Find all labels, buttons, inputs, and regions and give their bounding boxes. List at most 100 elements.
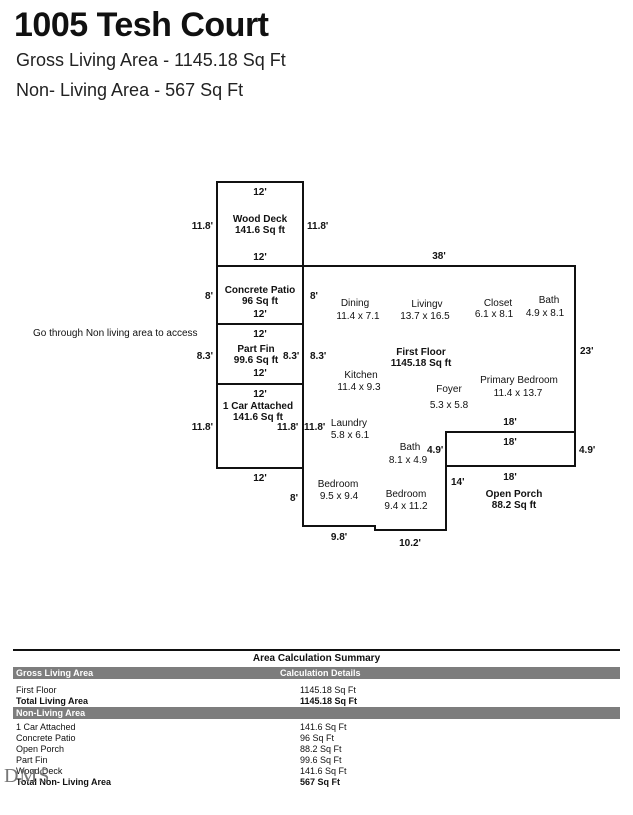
first-floor-outline xyxy=(302,265,576,531)
dms-logo: DMS xyxy=(4,765,51,787)
first-floor-step-top-dim: 18' xyxy=(503,417,517,428)
nonliving-row-label: Open Porch xyxy=(16,744,65,754)
nonliving-row-value: 88.2 Sq Ft xyxy=(300,744,342,754)
floor-plan: 12' Wood Deck 141.6 Sq ft 11.8' 11.8' 12… xyxy=(33,181,595,549)
open-porch-outline xyxy=(445,431,576,467)
first-floor-bottom-left-dim: 9.8' xyxy=(331,532,347,543)
nonliving-row-value: 99.6 Sq Ft xyxy=(300,755,342,765)
room-bath2-size: 8.1 x 4.9 xyxy=(389,455,428,466)
nonliving-total-label: Total Non- Living Area xyxy=(16,777,112,787)
nonliving-row-value: 141.6 Sq Ft xyxy=(300,766,347,776)
gross-total-label: Total Living Area xyxy=(16,696,89,706)
wood-deck-bottom-dim: 12' xyxy=(253,252,267,263)
garage-top-dim: 12' xyxy=(253,389,267,400)
first-floor-top-dim: 38' xyxy=(432,251,446,262)
nonliving-row-label: Wood Deck xyxy=(16,766,63,776)
first-floor-bottom-right-dim: 10.2' xyxy=(399,538,421,549)
room-laundry-size: 5.8 x 6.1 xyxy=(331,430,370,441)
non-living-header-bar: Non-Living Area xyxy=(13,707,620,719)
part-fin-bottom-dim: 12' xyxy=(253,368,267,379)
garage-bottom-dim: 12' xyxy=(253,473,267,484)
gross-row-label: First Floor xyxy=(16,685,57,695)
page-title: 1005 Tesh Court xyxy=(14,6,269,44)
summary-top-rule xyxy=(13,649,620,651)
nonliving-row: 1 Car Attached 141.6 Sq Ft xyxy=(13,722,620,733)
first-floor-name: First Floor xyxy=(396,347,446,358)
nonliving-row: Wood Deck 141.6 Sq Ft xyxy=(13,766,620,777)
room-dining-size: 11.4 x 7.1 xyxy=(336,311,380,322)
room-bedroom2-size: 9.4 x 11.2 xyxy=(384,501,428,512)
room-laundry-name: Laundry xyxy=(331,418,367,429)
room-bath2-name: Bath xyxy=(400,442,421,453)
nonliving-total-row: Total Non- Living Area 567 Sq Ft xyxy=(13,777,620,788)
room-living-size: 13.7 x 16.5 xyxy=(400,311,450,322)
nonliving-row-label: Concrete Patio xyxy=(16,733,76,743)
part-fin-area: 99.6 Sq ft xyxy=(234,355,279,366)
nonliving-row: Part Fin 99.6 Sq Ft xyxy=(13,755,620,766)
first-floor-left-lower-dim: 11.8' xyxy=(304,422,325,433)
plan-walls xyxy=(216,181,576,531)
garage-area: 141.6 Sq ft xyxy=(233,412,284,423)
porch-area: 88.2 Sq ft xyxy=(492,500,537,511)
patio-right-dim: 8' xyxy=(310,291,318,302)
garage-name: 1 Car Attached xyxy=(223,401,293,412)
wood-deck-name: Wood Deck xyxy=(233,214,288,225)
room-primary-name: Primary Bedroom xyxy=(480,375,558,386)
nonliving-total-value: 567 Sq Ft xyxy=(300,777,341,787)
patio-area: 96 Sq ft xyxy=(242,296,279,307)
room-primary-size: 11.4 x 13.7 xyxy=(494,388,543,399)
room-closet-name: Closet xyxy=(484,298,513,309)
nonliving-row-value: 96 Sq Ft xyxy=(300,733,335,743)
non-living-area-line: Non- Living Area - 567 Sq Ft xyxy=(16,80,244,100)
gross-row-value: 1145.18 Sq Ft xyxy=(300,685,356,695)
room-kitchen-size: 11.4 x 9.3 xyxy=(337,382,381,393)
patio-bottom-dim: 12' xyxy=(253,309,267,320)
porch-right-dim: 4.9' xyxy=(579,445,595,456)
access-note: Go through Non living area to access xyxy=(33,328,198,339)
room-bedroom2-name: Bedroom xyxy=(386,489,427,500)
first-floor-left-mid-dim: 8.3' xyxy=(310,351,326,362)
gross-total-value: 1145.18 Sq Ft xyxy=(300,696,358,706)
nonliving-row-label: 1 Car Attached xyxy=(16,722,76,732)
gross-living-area-line: Gross Living Area - 1145.18 Sq Ft xyxy=(16,50,286,70)
wood-deck-right-dim: 11.8' xyxy=(307,221,328,232)
wood-deck-left-dim: 11.8' xyxy=(192,221,213,232)
gross-living-header: Gross Living Area xyxy=(16,668,94,678)
room-bath1-name: Bath xyxy=(539,295,560,306)
wood-deck-area: 141.6 Sq ft xyxy=(235,225,286,236)
nonliving-row: Open Porch 88.2 Sq Ft xyxy=(13,744,620,755)
room-dining-name: Dining xyxy=(341,298,369,309)
nonliving-row-value: 141.6 Sq Ft xyxy=(300,722,347,732)
first-floor-left-bottom-dim: 8' xyxy=(290,493,298,504)
porch-name: Open Porch xyxy=(486,489,543,500)
room-kitchen-name: Kitchen xyxy=(344,370,377,381)
gross-total-row: Total Living Area 1145.18 Sq Ft xyxy=(13,696,620,707)
first-floor-step-dim: 4.9' xyxy=(427,445,443,456)
patio-name: Concrete Patio xyxy=(225,285,296,296)
non-living-header: Non-Living Area xyxy=(16,708,86,718)
garage-left-dim: 11.8' xyxy=(192,422,213,433)
room-bedroom1-size: 9.5 x 9.4 xyxy=(320,491,359,502)
nonliving-row-label: Part Fin xyxy=(16,755,48,765)
porch-bottom-dim: 18' xyxy=(503,472,517,483)
nonliving-row: Concrete Patio 96 Sq Ft xyxy=(13,733,620,744)
part-fin-right-dim: 8.3' xyxy=(283,351,299,362)
part-fin-top-dim: 12' xyxy=(253,329,267,340)
room-foyer-size: 5.3 x 5.8 xyxy=(430,400,469,411)
first-floor-right-dim: 23' xyxy=(580,346,594,357)
room-bath1-size: 4.9 x 8.1 xyxy=(526,308,565,319)
patio-left-dim: 8' xyxy=(205,291,213,302)
garage-right-dim: 11.8' xyxy=(277,422,298,433)
first-floor-area: 1145.18 Sq ft xyxy=(391,358,452,369)
part-fin-name: Part Fin xyxy=(237,344,274,355)
porch-top-dim: 18' xyxy=(503,437,517,448)
room-foyer-name: Foyer xyxy=(436,384,462,395)
room-living-name: Livingv xyxy=(411,299,442,310)
room-bedroom1-name: Bedroom xyxy=(318,479,359,490)
part-fin-left-dim: 8.3' xyxy=(197,351,213,362)
summary-title: Area Calculation Summary xyxy=(252,653,381,664)
first-floor-step-bottom-dim: 14' xyxy=(451,477,465,488)
room-closet-size: 6.1 x 8.1 xyxy=(475,309,514,320)
gross-row: First Floor 1145.18 Sq Ft xyxy=(13,685,620,696)
area-summary: Area Calculation Summary Gross Living Ar… xyxy=(13,649,620,788)
